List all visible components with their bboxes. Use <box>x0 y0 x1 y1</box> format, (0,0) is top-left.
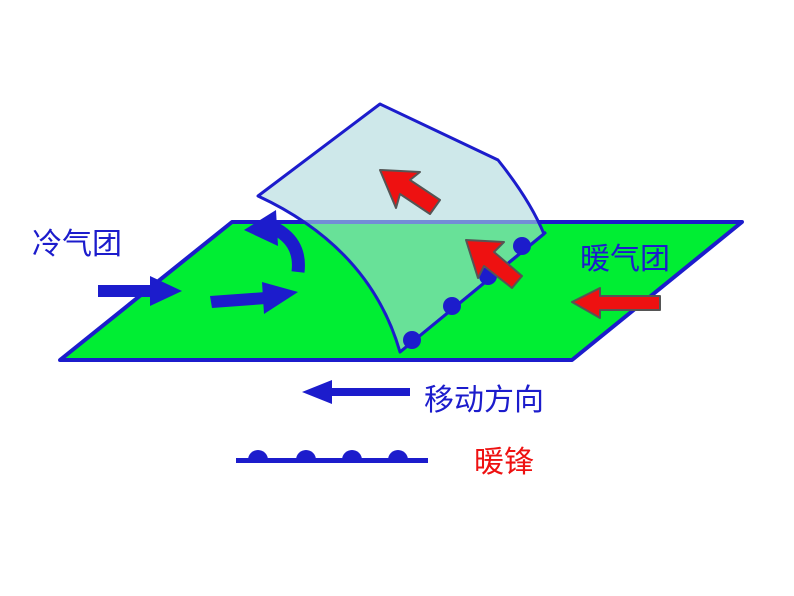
arrow-up-left-icon <box>379 169 441 215</box>
warm-front-symbol-icon <box>236 450 428 463</box>
curved-arrow-icon <box>244 210 305 273</box>
cold-air-mass-label: 冷气团 <box>32 227 122 262</box>
front-semicircle <box>443 297 461 315</box>
arrow-left-icon <box>571 287 661 319</box>
warm-front-label: 暖锋 <box>474 445 534 480</box>
arrow-right-icon <box>98 276 182 306</box>
arrow-right-icon <box>210 282 298 314</box>
front-semicircle <box>513 237 531 255</box>
arrow-up-left-icon <box>465 239 523 289</box>
warm-air-mass-label: 暖气团 <box>580 242 670 277</box>
movement-arrow-icon <box>302 380 410 404</box>
front-semicircle <box>403 331 421 349</box>
movement-direction-label: 移动方向 <box>424 383 544 418</box>
